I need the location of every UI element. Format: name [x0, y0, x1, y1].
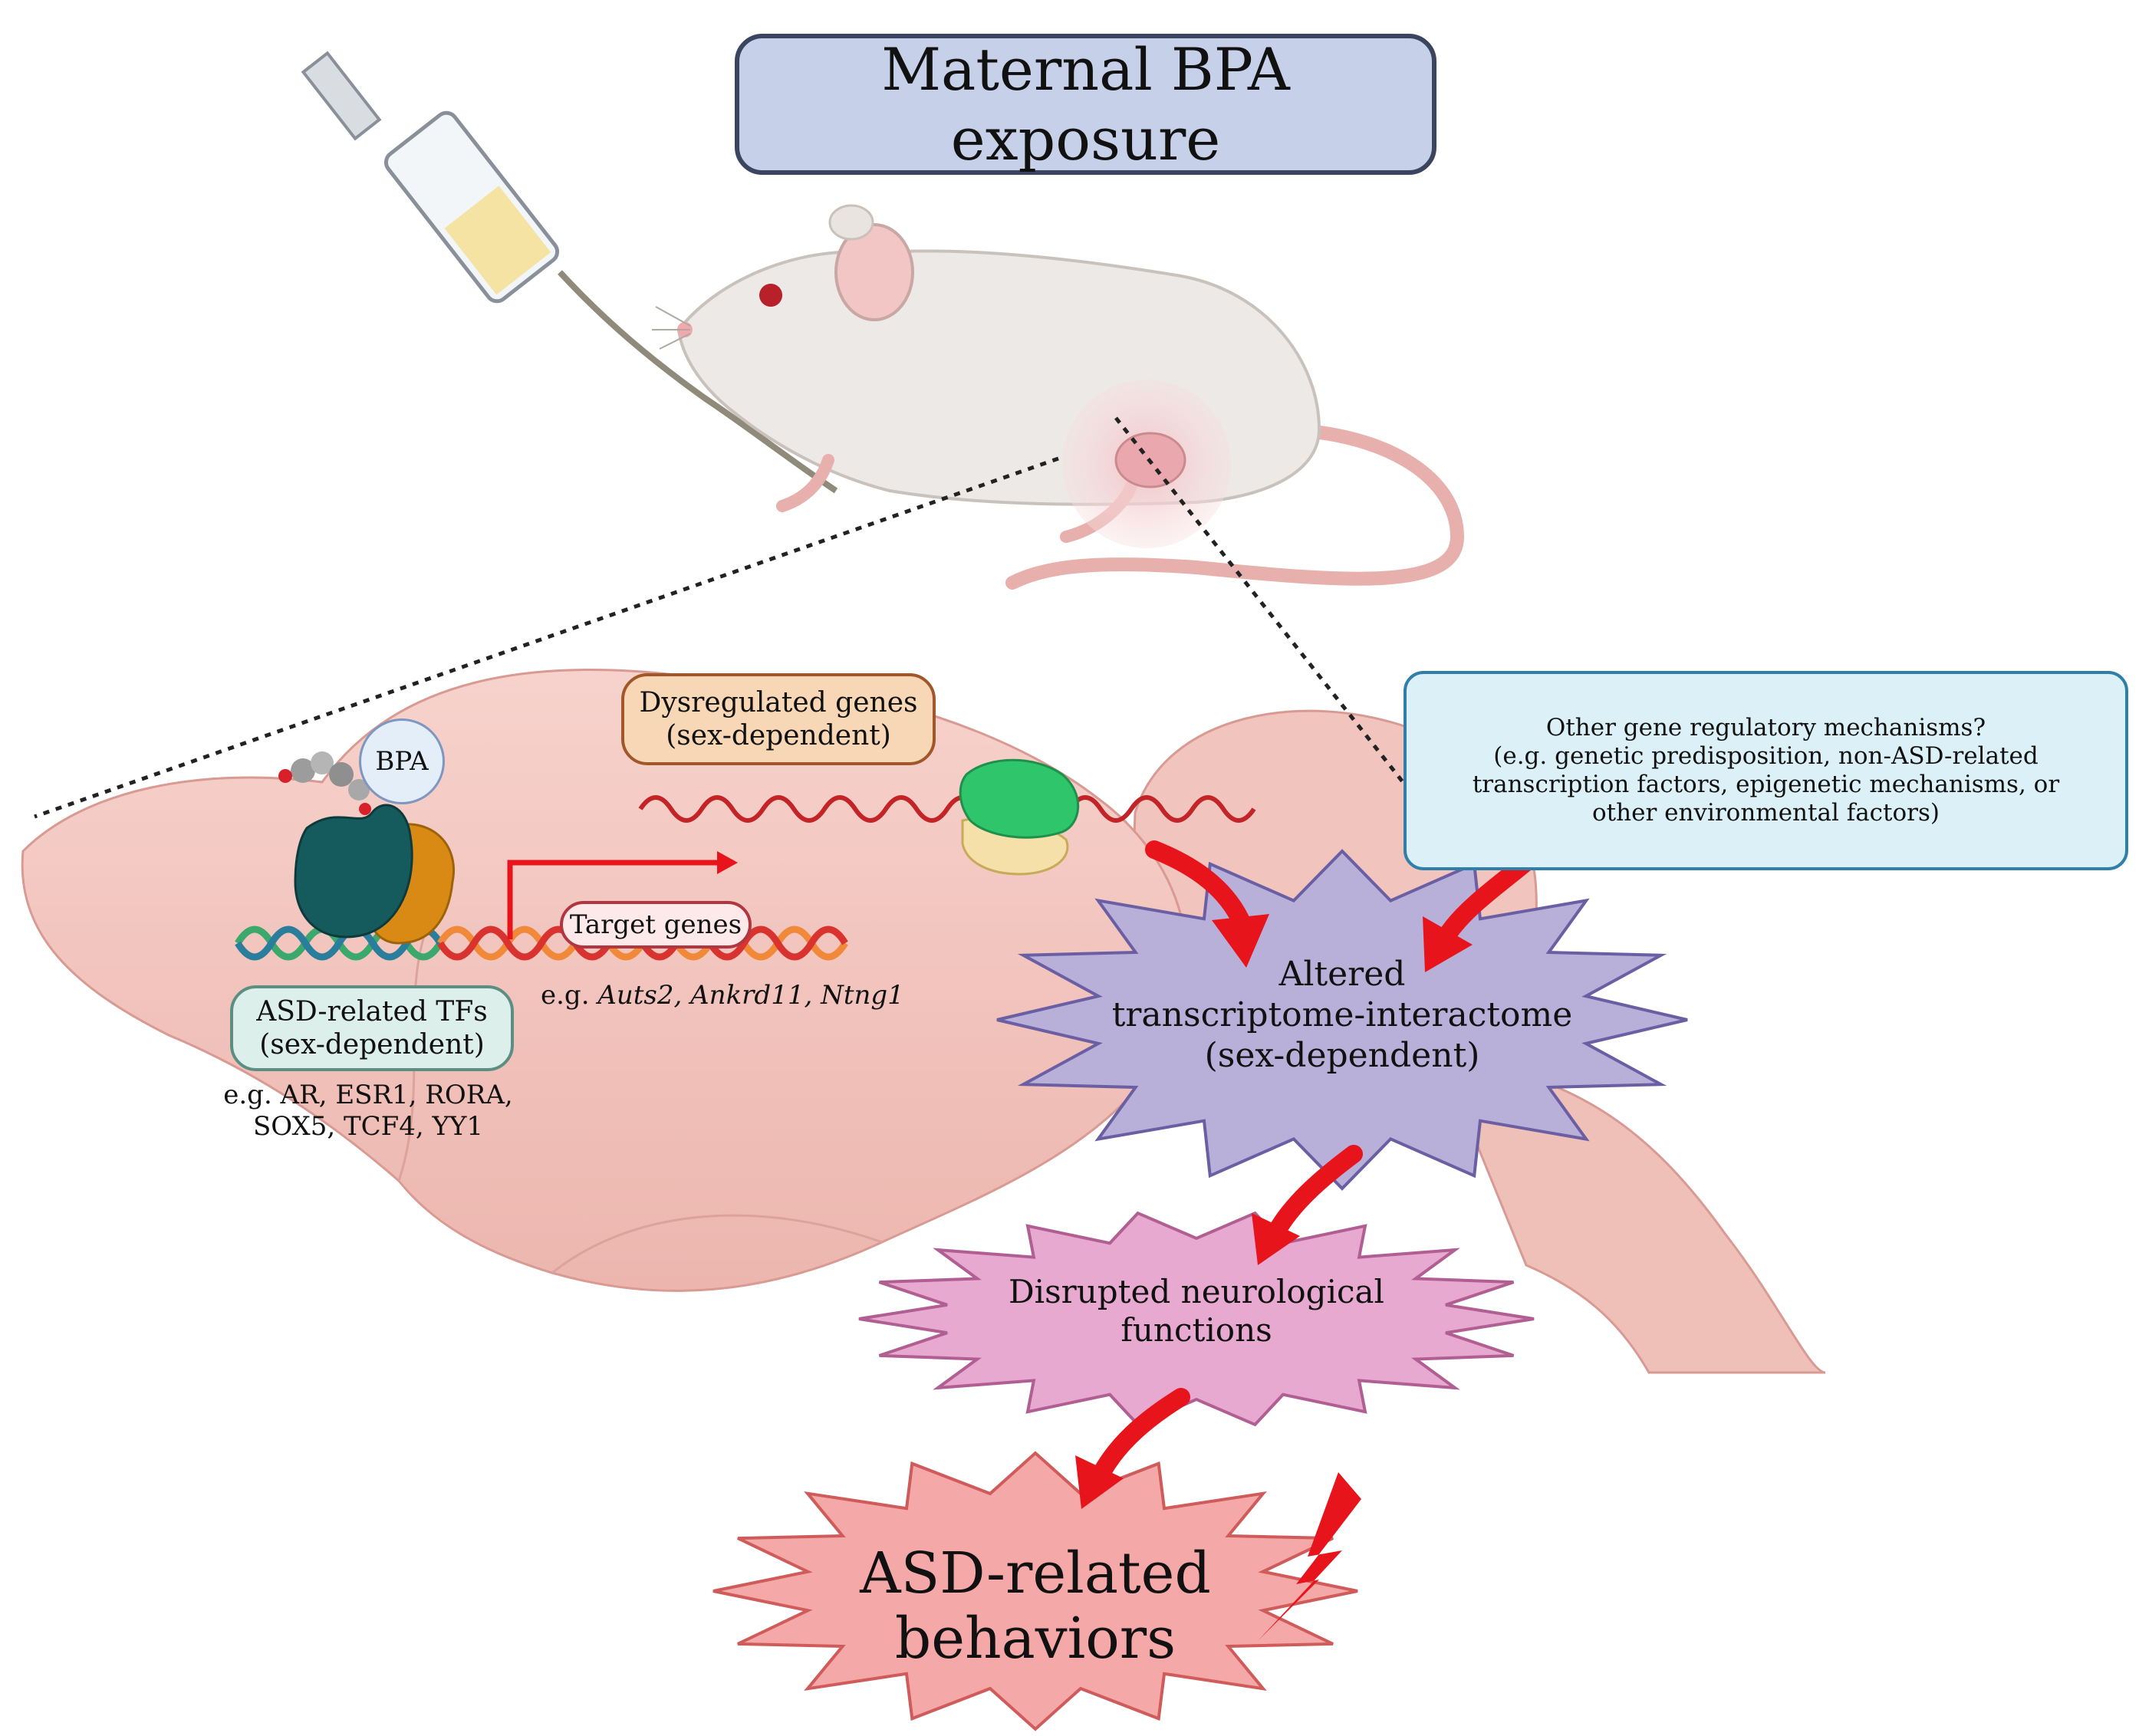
tf-protein-teal: [294, 804, 413, 939]
other-mechanisms-box: Other gene regulatory mechanisms? (e.g. …: [1404, 671, 2128, 870]
bpa-molecule-atom: [329, 762, 354, 787]
example-tfs-line2: SOX5, TCF4, YY1: [252, 1110, 484, 1142]
ribosome-large: [959, 758, 1080, 839]
mouse-ear-back: [828, 204, 874, 241]
mouse-ear: [834, 223, 914, 321]
example-tfs: e.g. AR, ESR1, RORA, SOX5, TCF4, YY1: [192, 1080, 545, 1143]
dysregulated-line1: Dysregulated genes: [639, 686, 918, 718]
outcome-line1: ASD-related: [860, 1540, 1211, 1606]
mouse-eye: [759, 284, 782, 307]
asd-tfs-line1: ASD-related TFs: [256, 995, 488, 1027]
dysregulated-line2: (sex-dependent): [666, 720, 891, 751]
gavage-tube: [558, 270, 838, 494]
other-line2: (e.g. genetic predisposition, non-ASD-re…: [1493, 741, 2039, 770]
other-line3: transcription factors, epigenetic mechan…: [1472, 771, 2060, 798]
bpa-molecule-atom: [348, 779, 370, 801]
outcome-burst: [712, 1451, 1358, 1731]
disrupted-burst: [858, 1211, 1535, 1427]
example-genes-prefix: e.g.: [541, 980, 598, 1011]
bpa-label-bubble: BPA: [359, 718, 445, 804]
bpa-molecule-atom: [291, 758, 315, 783]
title-text: Maternal BPA exposure: [881, 35, 1290, 173]
mouse-illustration: [652, 204, 1465, 590]
mouse-tail: [1005, 422, 1465, 590]
zoom-line-right: [1114, 416, 1417, 799]
zoom-line-left: [34, 456, 1059, 819]
target-genes-label: Target genes: [569, 909, 742, 940]
disrupted-line2: functions: [1121, 1311, 1272, 1350]
outcome-label: ASD-related behaviors: [836, 1540, 1235, 1672]
syringe-illustration: [301, 51, 838, 494]
altered-line1: Altered: [1278, 955, 1406, 994]
dysregulated-genes-box: Dysregulated genes (sex-dependent): [621, 673, 936, 765]
altered-line3: (sex-dependent): [1204, 1035, 1480, 1075]
target-genes-box: Target genes: [560, 901, 752, 949]
bpa-molecule-atom: [278, 769, 292, 783]
lightning-icon: [1258, 1472, 1361, 1641]
example-genes: e.g. Auts2, Ankrd11, Ntng1: [541, 980, 940, 1011]
brain-fold: [551, 1214, 883, 1274]
altered-line2: transcriptome-interactome: [1111, 995, 1573, 1034]
asd-tfs-line2: (sex-dependent): [259, 1029, 485, 1060]
example-genes-list: Auts2, Ankrd11, Ntng1: [597, 980, 904, 1011]
syringe-plunger: [301, 51, 382, 141]
flow-arrow: [1075, 1388, 1190, 1509]
transcription-arrow-head: [717, 851, 738, 874]
mouse-whiskers: [652, 306, 691, 350]
transcription-start-arrow: [507, 860, 717, 939]
outcome-line2: behaviors: [894, 1606, 1176, 1672]
bpa-molecule-atom: [311, 751, 334, 774]
flow-arrow: [1252, 1145, 1363, 1265]
other-line1: Other gene regulatory mechanisms?: [1545, 713, 1986, 741]
altered-label: Altered transcriptome-interactome (sex-d…: [1089, 955, 1595, 1076]
syringe-fluid: [444, 186, 551, 295]
asd-tfs-box: ASD-related TFs (sex-dependent): [230, 985, 514, 1071]
other-line4: other environmental factors): [1592, 799, 1940, 827]
disrupted-label: Disrupted neurological functions: [928, 1273, 1465, 1350]
title-box: Maternal BPA exposure: [735, 34, 1436, 175]
tf-complex: [278, 751, 455, 945]
mrna-strand: [638, 795, 1256, 823]
bpa-label: BPA: [375, 745, 429, 777]
disrupted-line1: Disrupted neurological: [1009, 1273, 1384, 1310]
mouse-foreleg: [776, 454, 834, 512]
example-tfs-line1: e.g. AR, ESR1, RORA,: [223, 1080, 513, 1110]
flow-arrow: [1145, 840, 1269, 968]
bpa-molecule-atom: [359, 803, 371, 815]
brainstem: [1440, 1057, 1826, 1374]
